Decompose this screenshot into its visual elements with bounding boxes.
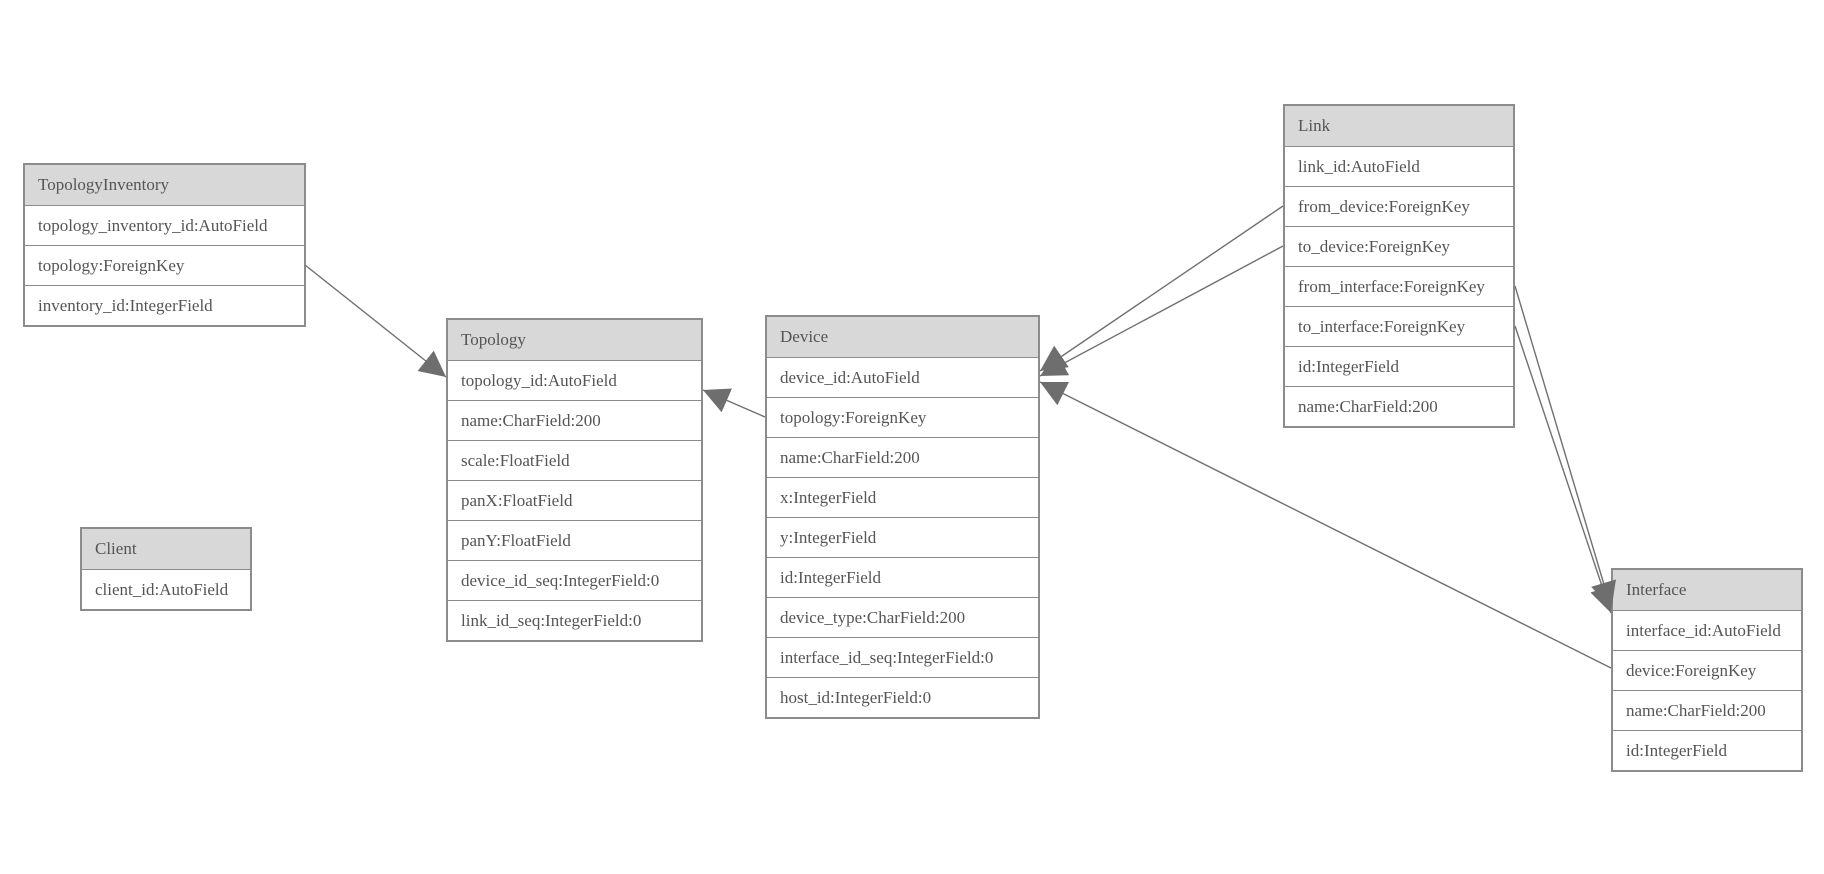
- entity-field-row: id:IntegerField: [767, 557, 1038, 597]
- relation-link-from-device-to-device: [1039, 205, 1284, 372]
- relation-link-from-interface-to-interface: [1514, 285, 1617, 609]
- entity-field-row: interface_id_seq:IntegerField:0: [767, 637, 1038, 677]
- entity-field-row: inventory_id:IntegerField: [25, 285, 304, 325]
- entity-field-row: topology_id:AutoField: [448, 360, 701, 400]
- entity-title: TopologyInventory: [25, 165, 304, 205]
- entity-field-row: link_id_seq:IntegerField:0: [448, 600, 701, 640]
- entity-field-row: client_id:AutoField: [82, 569, 250, 609]
- entity-field-row: id:IntegerField: [1613, 730, 1801, 770]
- entity-field-row: device_id_seq:IntegerField:0: [448, 560, 701, 600]
- entity-title: Device: [767, 317, 1038, 357]
- entity-field-row: from_device:ForeignKey: [1285, 186, 1513, 226]
- relation-link-to-interface-to-interface: [1514, 325, 1616, 614]
- entity-field-row: to_interface:ForeignKey: [1285, 306, 1513, 346]
- entity-field-row: name:CharField:200: [767, 437, 1038, 477]
- entity-field-row: scale:FloatField: [448, 440, 701, 480]
- entity-field-row: device:ForeignKey: [1613, 650, 1801, 690]
- entity-field-row: device_id:AutoField: [767, 357, 1038, 397]
- entity-field-row: from_interface:ForeignKey: [1285, 266, 1513, 306]
- entity-field-row: name:CharField:200: [1613, 690, 1801, 730]
- entity-field-row: name:CharField:200: [1285, 386, 1513, 426]
- entity-field-row: device_type:CharField:200: [767, 597, 1038, 637]
- entity-title: Client: [82, 529, 250, 569]
- entity-field-row: topology:ForeignKey: [25, 245, 304, 285]
- entity-field-row: x:IntegerField: [767, 477, 1038, 517]
- entity-field-row: link_id:AutoField: [1285, 146, 1513, 186]
- entity-field-row: name:CharField:200: [448, 400, 701, 440]
- entity-field-row: panX:FloatField: [448, 480, 701, 520]
- entity-title: Link: [1285, 106, 1513, 146]
- relation-topologyinventory-topology-to-topology: [304, 264, 447, 378]
- entity-field-row: panY:FloatField: [448, 520, 701, 560]
- entity-title: Interface: [1613, 570, 1801, 610]
- relation-link-to-device-to-device: [1039, 245, 1284, 377]
- entity-field-row: to_device:ForeignKey: [1285, 226, 1513, 266]
- entity-field-row: topology_inventory_id:AutoField: [25, 205, 304, 245]
- entity-field-row: topology:ForeignKey: [767, 397, 1038, 437]
- entity-field-row: y:IntegerField: [767, 517, 1038, 557]
- entity-field-row: id:IntegerField: [1285, 346, 1513, 386]
- entity-field-row: interface_id:AutoField: [1613, 610, 1801, 650]
- entity-title: Topology: [448, 320, 701, 360]
- relation-device-topology-to-topology: [702, 388, 766, 418]
- entity-field-row: host_id:IntegerField:0: [767, 677, 1038, 717]
